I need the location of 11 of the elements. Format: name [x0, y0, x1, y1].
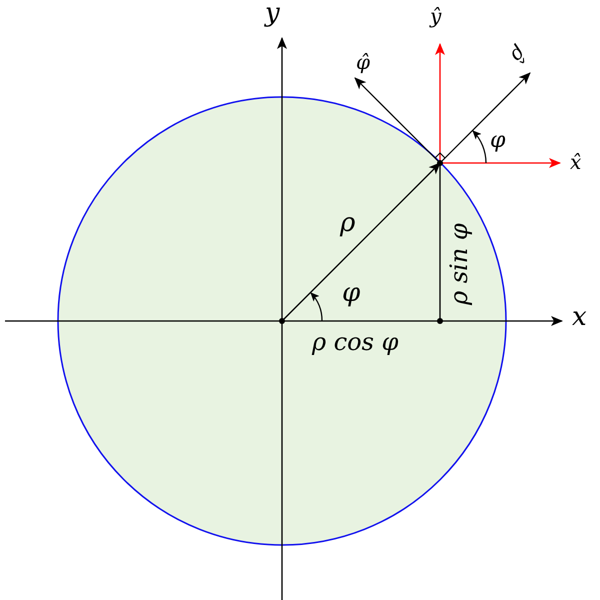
math-label: ρ cos φ: [312, 330, 398, 354]
math-label: x̂: [570, 152, 582, 172]
math-label: x: [572, 304, 587, 330]
math-label: φ: [490, 130, 506, 152]
math-label: φ: [342, 280, 360, 306]
math-label: ŷ: [430, 6, 442, 26]
math-label: ρ sin φ: [447, 223, 471, 305]
math-label: ρ: [340, 210, 356, 236]
math-label: y: [265, 0, 280, 26]
math-label: ρ̂: [508, 44, 530, 66]
math-label: φ̂: [356, 52, 370, 72]
